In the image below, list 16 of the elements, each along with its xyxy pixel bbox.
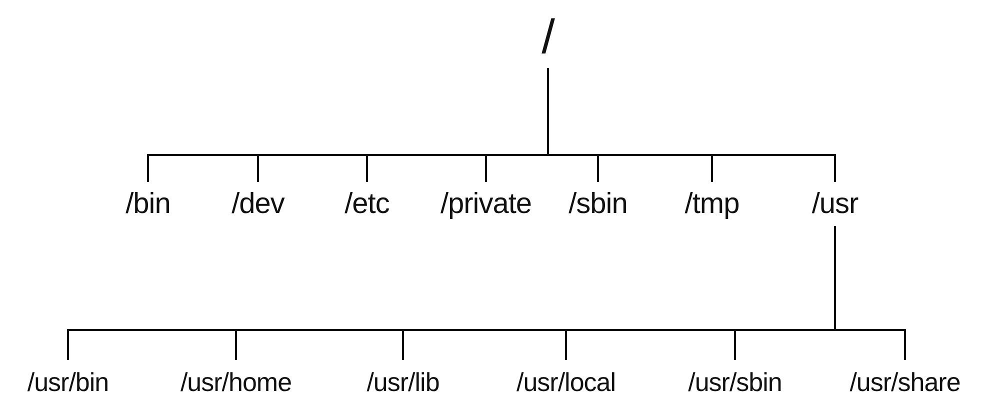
directory-label: /bin: [126, 182, 170, 226]
tree-connector: [547, 68, 836, 182]
directory-label: /usr/lib: [366, 360, 440, 404]
directory-label: /usr/bin: [27, 360, 109, 404]
directory-label: /dev: [232, 182, 284, 226]
directory-label: /usr/home: [180, 360, 292, 404]
directory-label: /usr/sbin: [688, 360, 782, 404]
tree-connector: [834, 226, 906, 360]
directory-label: /sbin: [568, 182, 628, 226]
directory-label: /etc: [344, 182, 390, 226]
directory-label: /tmp: [684, 182, 740, 226]
directory-label: /usr/local: [516, 360, 616, 404]
directory-label: /: [542, 8, 554, 68]
directory-label: /usr: [812, 182, 858, 226]
directory-label: /private: [440, 182, 532, 226]
directory-label: /usr/share: [850, 360, 960, 404]
